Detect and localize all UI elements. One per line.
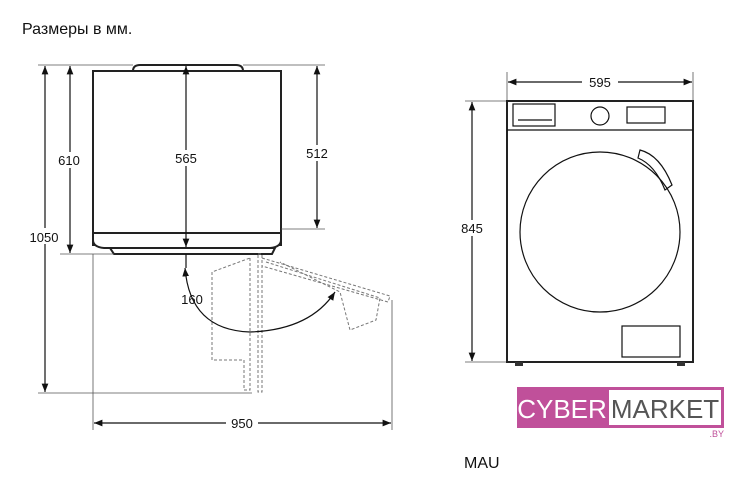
logo-suffix: .BY xyxy=(709,429,724,439)
dim-body-depth: 565 xyxy=(175,151,197,166)
filter-cover xyxy=(621,325,681,358)
detergent-drawer xyxy=(512,103,556,127)
foot-left xyxy=(515,362,523,366)
logo-market: MARKET xyxy=(611,394,719,424)
dim-front-height: 845 xyxy=(461,221,483,236)
plinth xyxy=(108,247,277,255)
logo-cyber: CYBER xyxy=(517,394,607,424)
dim-depth: 610 xyxy=(58,153,80,168)
program-knob xyxy=(590,106,610,126)
dim-width-door-open: 950 xyxy=(231,416,253,431)
door-open-outline xyxy=(211,253,391,393)
dim-depth-no-door: 512 xyxy=(306,146,328,161)
cybermarket-logo: CYBER MARKET .BY xyxy=(517,387,724,439)
foot-right xyxy=(677,362,685,366)
page-title: Размеры в мм. xyxy=(22,21,133,38)
door-angle-arc xyxy=(182,267,336,333)
front-panel xyxy=(92,232,282,249)
display xyxy=(626,106,666,124)
front-view: 595 845 xyxy=(455,72,694,366)
model-label: MAU xyxy=(464,455,500,472)
dim-total-depth: 1050 xyxy=(30,230,59,245)
machine-front xyxy=(506,100,694,363)
dim-door-angle: 160 xyxy=(181,292,203,307)
door xyxy=(519,151,681,313)
side-view: 160 1050 610 565 512 950 xyxy=(18,64,393,431)
door-handle xyxy=(637,149,673,191)
dim-front-width: 595 xyxy=(589,75,611,90)
